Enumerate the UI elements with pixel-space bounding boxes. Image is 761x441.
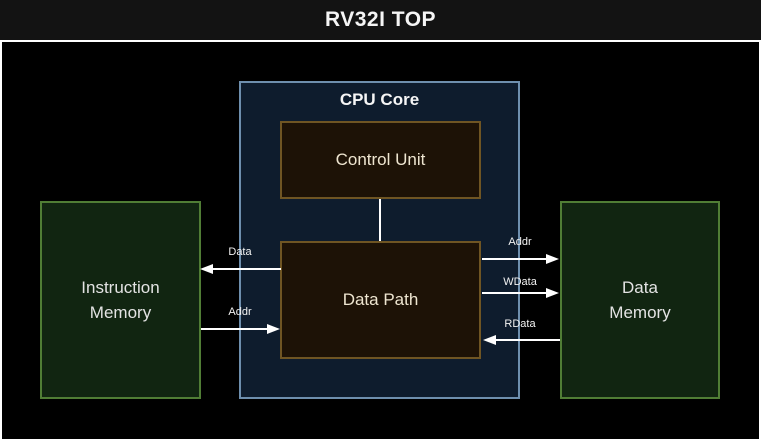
control-unit-block[interactable]: Control Unit (280, 121, 481, 199)
instruction-memory-block[interactable]: Instruction Memory (40, 201, 201, 399)
instruction-memory-label-line2: Memory (89, 303, 152, 322)
cpu-core-label: CPU Core (339, 90, 420, 109)
diagram-canvas: CPU Core Control Unit Data Path Instruct… (0, 40, 761, 441)
data-path-label: Data Path (342, 290, 419, 309)
arrowhead-right-icon (267, 324, 280, 334)
bus-label-dmem-wdata: WData (503, 276, 537, 288)
arrowhead-left-icon (200, 264, 213, 274)
dmem-addr-wire (482, 258, 546, 260)
arrowhead-right-icon (546, 288, 559, 298)
arrowhead-right-icon (546, 254, 559, 264)
imem-data-wire (213, 268, 281, 270)
title-bar: RV32I TOP (0, 0, 761, 40)
control-unit-label: Control Unit (335, 150, 426, 169)
dmem-wdata-wire (482, 292, 546, 294)
bus-label-dmem-addr: Addr (508, 236, 532, 248)
imem-addr-wire (201, 328, 268, 330)
control-to-datapath-wire (379, 199, 381, 241)
data-memory-block[interactable]: Data Memory (560, 201, 720, 399)
bus-label-dmem-rdata: RData (504, 318, 536, 330)
bus-label-imem-data: Data (228, 246, 252, 258)
data-path-block[interactable]: Data Path (280, 241, 481, 359)
data-memory-label-line1: Data (622, 278, 658, 297)
instruction-memory-label-line1: Instruction (81, 278, 160, 297)
arrowhead-left-icon (483, 335, 496, 345)
dmem-rdata-wire (495, 339, 560, 341)
data-memory-label-line2: Memory (609, 303, 671, 322)
bus-label-imem-addr: Addr (228, 306, 252, 318)
page-title: RV32I TOP (324, 8, 437, 31)
